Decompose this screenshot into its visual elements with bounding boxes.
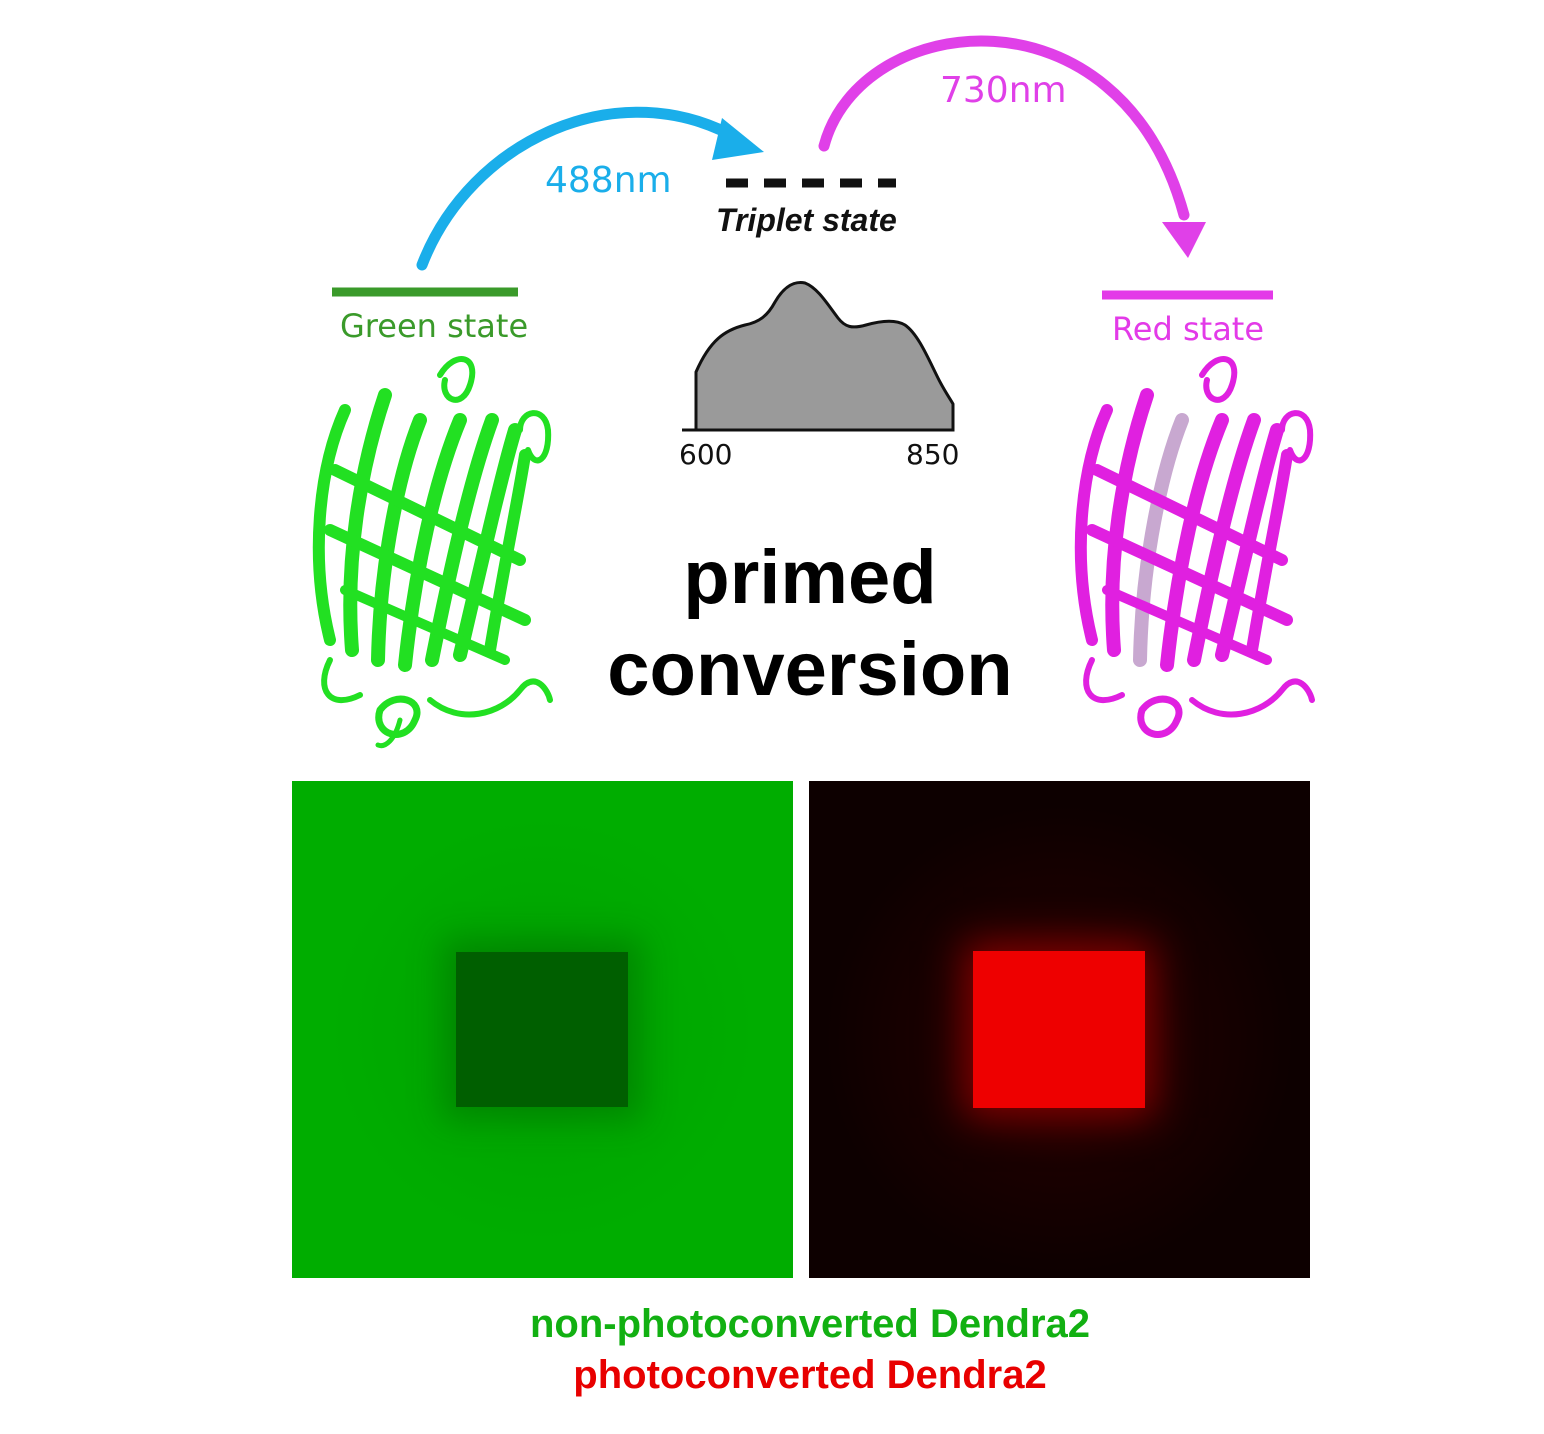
- photoconverted-region: [973, 951, 1145, 1108]
- wavelength-730-label: 730nm: [940, 70, 1067, 111]
- red-state-label: Red state: [1112, 310, 1265, 348]
- priming-arrow: [818, 35, 1206, 258]
- green-state-label: Green state: [340, 307, 529, 345]
- green-channel-image: [292, 781, 793, 1278]
- triplet-state-label: Triplet state: [716, 202, 897, 238]
- caption-photoconverted: photoconverted Dendra2: [573, 1353, 1047, 1397]
- triplet-absorption-spectrum: [682, 281, 955, 432]
- spectrum-max-label: 850: [906, 438, 960, 471]
- caption-non-photoconverted: non-photoconverted Dendra2: [529, 1302, 1091, 1346]
- spectrum-min-label: 600: [679, 438, 733, 471]
- headline-primed: primed: [683, 535, 937, 620]
- headline-conversion: conversion: [607, 627, 1013, 712]
- wavelength-488-label: 488nm: [545, 160, 672, 201]
- red-protein-icon: [1074, 356, 1315, 738]
- excitation-arrow: [416, 106, 764, 271]
- red-channel-image: [809, 781, 1310, 1278]
- green-protein-icon: [312, 356, 553, 749]
- bleached-region: [456, 952, 628, 1107]
